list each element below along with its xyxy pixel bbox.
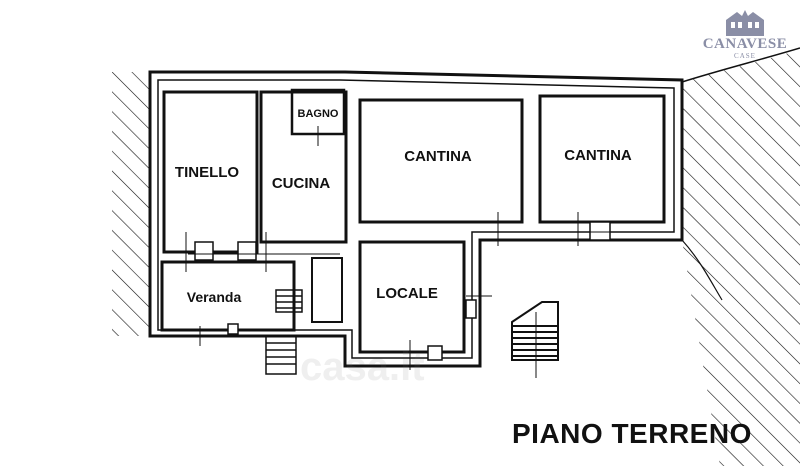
watermark: casa.it — [300, 345, 425, 389]
room-locale — [358, 240, 466, 354]
entrance-steps — [265, 335, 297, 375]
room-cucina — [259, 90, 348, 244]
floor-title: PIANO TERRENO — [512, 418, 752, 449]
label-bagno: BAGNO — [298, 108, 339, 120]
room-cantina-1 — [358, 98, 524, 224]
logo-name: CANAVESE — [702, 36, 788, 52]
external-staircase — [511, 301, 559, 378]
label-locale: LOCALE — [376, 285, 438, 302]
label-cucina: CUCINA — [272, 175, 330, 192]
label-tinello: TINELLO — [175, 164, 239, 181]
veranda-stair — [275, 289, 303, 313]
corridor-block — [311, 257, 343, 323]
wall-openings — [194, 221, 611, 361]
outer-walls — [148, 70, 684, 368]
label-cantina-1: CANTINA — [404, 148, 472, 165]
building-icon — [726, 10, 764, 36]
label-veranda: Veranda — [187, 289, 242, 305]
opening-ticks — [185, 126, 664, 370]
logo: CANAVESE CASE — [690, 6, 800, 66]
right-terrain-hatch — [682, 50, 800, 466]
logo-sub: CASE — [734, 52, 756, 60]
label-cantina-2: CANTINA — [564, 147, 632, 164]
left-terrain-hatch — [112, 72, 150, 336]
